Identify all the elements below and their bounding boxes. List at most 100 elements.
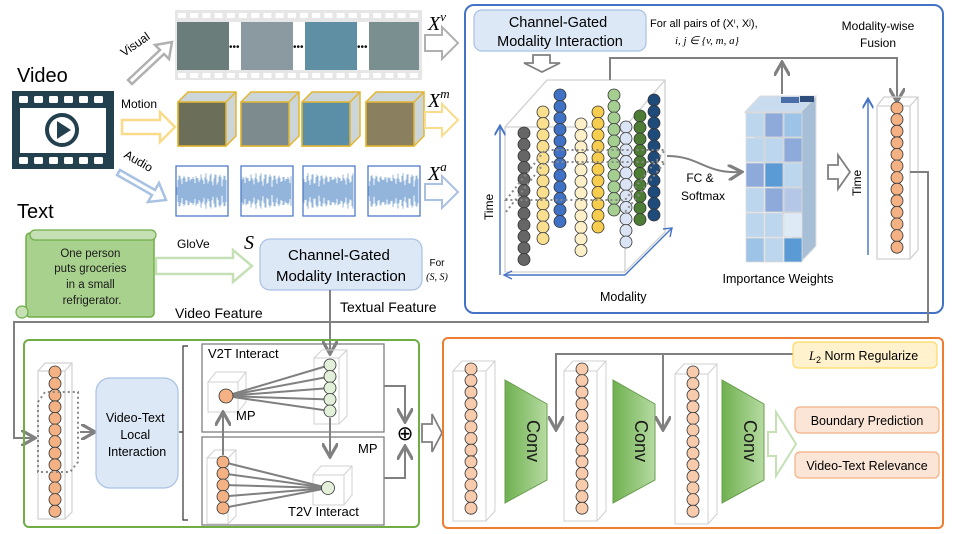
feature-node bbox=[633, 155, 647, 169]
feature-node bbox=[647, 116, 661, 130]
feature-node bbox=[619, 235, 633, 249]
feature-node bbox=[574, 244, 588, 257]
fused-node bbox=[890, 124, 904, 138]
s-symbol: S bbox=[244, 232, 254, 254]
glove-label: GloVe bbox=[177, 237, 210, 251]
v2t-to-sum-arrow bbox=[384, 385, 405, 420]
feature-node bbox=[591, 117, 605, 130]
modality-axis-label: Modality bbox=[600, 290, 647, 304]
feature-node bbox=[619, 120, 633, 134]
video-node bbox=[216, 478, 230, 492]
local-line1: Video-Text bbox=[106, 411, 165, 425]
audio-label: Audio bbox=[122, 147, 156, 175]
relevance-label: Video-Text Relevance bbox=[806, 459, 927, 473]
feature-node bbox=[536, 232, 550, 245]
feature-node bbox=[517, 241, 531, 255]
feature-node bbox=[591, 220, 605, 234]
time-axis-label-2: Time bbox=[850, 169, 864, 196]
importance-label: Importance Weights bbox=[723, 272, 834, 286]
motion-cube bbox=[177, 91, 237, 147]
fused-node bbox=[890, 113, 904, 126]
conv-label: Conv bbox=[740, 420, 760, 462]
feature-node bbox=[553, 88, 567, 102]
feature-node bbox=[591, 128, 605, 142]
svg-text:Channel-Gated Modality Int: Channel-Gated Modality Interaction bbox=[497, 15, 623, 50]
feature-node bbox=[553, 123, 567, 136]
strip-hole bbox=[202, 73, 211, 78]
feature-node bbox=[553, 180, 567, 194]
motion-cube bbox=[301, 91, 361, 147]
weight-cell bbox=[764, 162, 784, 188]
for-label: For bbox=[430, 258, 446, 269]
l2-label: L2 Norm Regularize bbox=[808, 349, 918, 365]
feature-node bbox=[591, 163, 605, 176]
feature-node bbox=[686, 400, 700, 414]
strip-hole bbox=[214, 13, 223, 18]
feature-node bbox=[536, 220, 550, 234]
strip-hole bbox=[300, 73, 308, 78]
audio-waveform bbox=[302, 165, 356, 217]
feature-node bbox=[633, 132, 647, 146]
query-line: puts groceries bbox=[54, 263, 126, 275]
feature-node bbox=[517, 126, 531, 140]
conv-block: Conv bbox=[721, 379, 765, 504]
t2v-to-sum-arrow bbox=[384, 448, 405, 479]
strip-hole bbox=[397, 13, 406, 18]
film-hole bbox=[79, 96, 88, 103]
strip-hole bbox=[300, 13, 308, 18]
conv-label: Conv bbox=[631, 420, 651, 462]
feature-node bbox=[553, 100, 567, 113]
strip-hole bbox=[312, 73, 321, 78]
prediction-panel bbox=[442, 337, 944, 529]
visual-branch-arrow: Visual bbox=[118, 29, 174, 86]
video-label: Video bbox=[17, 65, 68, 87]
feature-node bbox=[536, 105, 550, 119]
film-hole bbox=[34, 96, 43, 103]
strip-hole bbox=[409, 13, 418, 18]
fused-node bbox=[890, 171, 904, 185]
text-cgmi-line2: Modality Interaction bbox=[276, 268, 406, 285]
video-node bbox=[48, 469, 62, 483]
feature-node bbox=[686, 423, 700, 437]
feature-node bbox=[575, 374, 589, 388]
feature-node bbox=[607, 88, 621, 102]
feature-node bbox=[575, 408, 589, 422]
feature-node bbox=[464, 501, 478, 515]
feature-node bbox=[633, 178, 647, 192]
video-cgmi-block bbox=[473, 9, 647, 52]
feature-node bbox=[575, 362, 589, 376]
strip-hole bbox=[397, 73, 406, 78]
feature-node bbox=[574, 186, 588, 200]
xa-symbol: Xa bbox=[427, 159, 447, 185]
text-node bbox=[323, 393, 337, 406]
audio-waveform bbox=[367, 165, 421, 217]
weight-cell bbox=[745, 112, 765, 138]
attention-link bbox=[225, 364, 331, 397]
pooled-text-node bbox=[321, 481, 335, 495]
feature-node bbox=[575, 501, 589, 515]
feature-node bbox=[591, 174, 605, 188]
textual-feature-label: Textual Feature bbox=[340, 299, 437, 315]
feature-node bbox=[536, 186, 550, 199]
feature-node bbox=[553, 215, 567, 228]
feature-node bbox=[575, 443, 589, 457]
strip-hole bbox=[251, 13, 260, 18]
video-frame bbox=[305, 22, 357, 70]
pooled-video-node bbox=[218, 388, 234, 404]
fused-node bbox=[890, 229, 904, 243]
t2v-pool-cube bbox=[312, 465, 353, 506]
feature-node bbox=[619, 166, 633, 180]
feature-node bbox=[619, 212, 633, 226]
attention-link bbox=[222, 487, 329, 509]
feature-node bbox=[607, 146, 621, 159]
feature-node bbox=[553, 134, 567, 148]
modality-axis-arrow bbox=[505, 227, 673, 276]
svg-text:Channel-Gated Modality Int: Channel-Gated Modality Interaction bbox=[276, 247, 406, 285]
film-hole bbox=[49, 96, 58, 103]
film-hole bbox=[34, 157, 43, 164]
feature-node bbox=[553, 157, 567, 171]
feature-node bbox=[574, 163, 588, 177]
video-cgmi-line1: Channel-Gated bbox=[509, 15, 607, 31]
query-line: refrigerator. bbox=[63, 295, 122, 307]
l2-regularize-box bbox=[792, 341, 938, 369]
